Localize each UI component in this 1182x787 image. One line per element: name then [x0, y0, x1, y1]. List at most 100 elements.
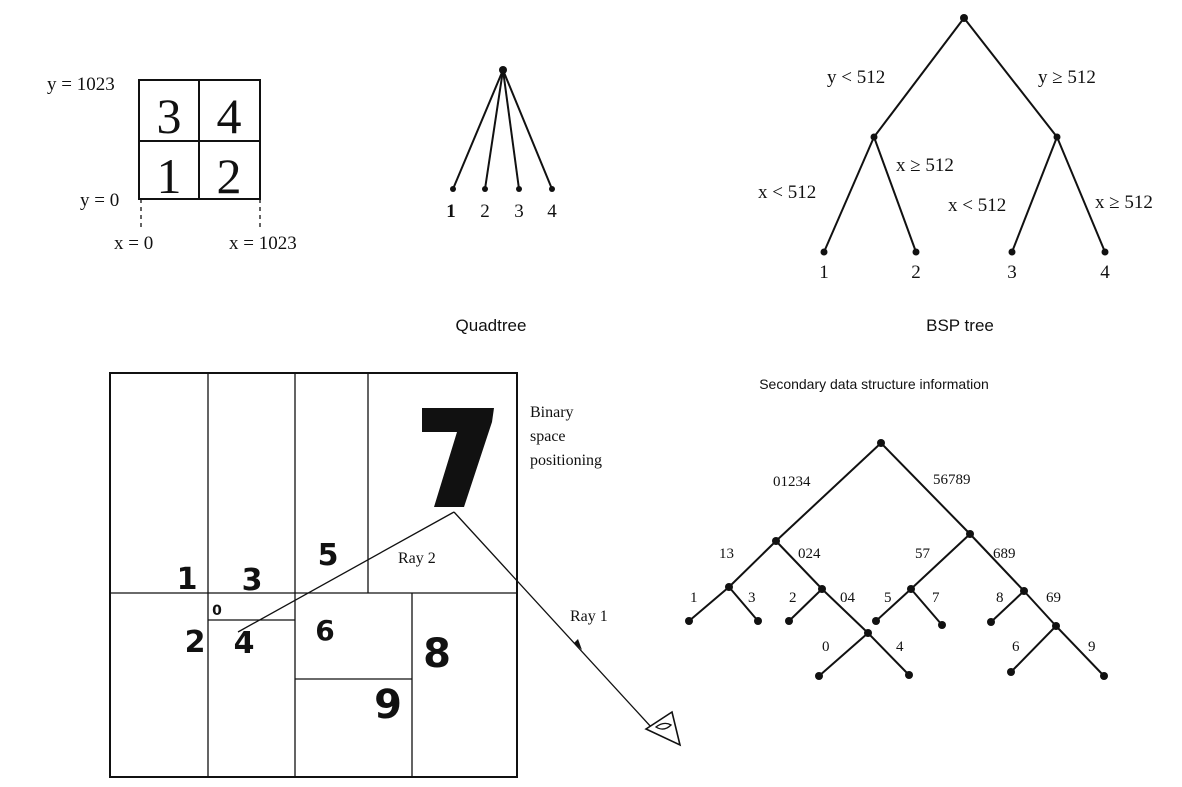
region-4: 4 [234, 626, 255, 661]
sec-label-6: 6 [1012, 639, 1020, 655]
y-top-label: y = 1023 [47, 74, 115, 95]
sec-node [1020, 587, 1028, 595]
sec-node [905, 671, 913, 679]
ray-1-arrow [574, 639, 582, 650]
quadtree-edge-1 [452, 69, 504, 190]
bsp-node [870, 133, 878, 141]
region-3: 3 [242, 563, 263, 598]
quadtree-leaf-node [549, 186, 555, 192]
bsp-leaf-3: 3 [1007, 262, 1017, 283]
sec-node [818, 585, 826, 593]
sec-label-69: 69 [1046, 590, 1061, 606]
sec-node [1100, 672, 1108, 680]
bsp-edge [963, 17, 1058, 138]
sec-node [1052, 622, 1060, 630]
secondary-title: Secondary data structure information [759, 376, 989, 392]
quadtree-leaf-node [450, 186, 456, 192]
sec-label-689: 689 [993, 546, 1016, 562]
sec-node [772, 537, 780, 545]
quadtree: 1 2 3 4 Quadtree [446, 66, 557, 335]
region-1: 1 [177, 562, 198, 597]
sec-label-04: 04 [840, 590, 856, 606]
region-7-glyph [422, 408, 494, 507]
sec-edge [1055, 625, 1105, 677]
bsp-edge [873, 17, 965, 138]
sec-label-0: 0 [822, 639, 830, 655]
sec-edge [910, 588, 943, 626]
ray-2-label: Ray 2 [398, 550, 436, 567]
space-label-line2: space [530, 428, 566, 445]
sec-label-024: 024 [798, 546, 821, 562]
bsp-leaf-4: 4 [1100, 262, 1110, 283]
bsp-edge [823, 136, 875, 253]
cell-2: 2 [217, 148, 242, 204]
sec-node [966, 530, 974, 538]
sec-label-2: 2 [789, 590, 797, 606]
sec-label-9: 9 [1088, 639, 1096, 655]
cell-3: 3 [157, 88, 182, 144]
bsp-edge [1056, 136, 1106, 253]
sec-node [815, 672, 823, 680]
sec-node [685, 617, 693, 625]
bsp-leaf-node [912, 248, 920, 256]
sec-edge [910, 533, 971, 590]
sec-node [987, 618, 995, 626]
sec-edge [867, 632, 910, 676]
x-right-label: x = 1023 [229, 233, 297, 254]
region-5: 5 [318, 538, 339, 573]
region-8: 8 [423, 631, 451, 677]
sec-label-56789: 56789 [933, 472, 971, 488]
sec-label-7: 7 [932, 590, 940, 606]
sec-edge [728, 540, 777, 588]
sec-edge [880, 442, 971, 535]
sec-edge [1023, 590, 1057, 627]
sec-node [907, 585, 915, 593]
bsp-leaf-2: 2 [911, 262, 921, 283]
cell-4: 4 [217, 88, 242, 144]
sec-edge [775, 442, 882, 542]
quadtree-leaf-2: 2 [480, 201, 490, 222]
sec-label-4: 4 [896, 639, 904, 655]
quadtree-leaf-1: 1 [446, 201, 456, 222]
region-9: 9 [374, 682, 402, 728]
grid-panel: 3 4 1 2 y = 1023 y = 0 x = 0 x = 1023 [47, 74, 297, 254]
sec-edge [875, 588, 912, 622]
quadtree-root [499, 66, 507, 74]
bsp-right-left-label: x < 512 [948, 195, 1006, 216]
bsp-leaf-1: 1 [819, 262, 829, 283]
bsp-leaf-node [1101, 248, 1109, 256]
cell-1: 1 [157, 148, 182, 204]
sec-label-13: 13 [719, 546, 734, 562]
space-label-line3: positioning [530, 452, 602, 469]
bsp-edge [1011, 136, 1058, 253]
bsp-root-right-label: y ≥ 512 [1038, 67, 1096, 88]
region-6: 6 [315, 614, 334, 647]
sec-node [785, 617, 793, 625]
sec-node [938, 621, 946, 629]
quadtree-leaf-node [516, 186, 522, 192]
x-left-label: x = 0 [114, 233, 153, 254]
ray-1-label: Ray 1 [570, 608, 608, 625]
bsp-caption: BSP tree [926, 316, 994, 335]
quadtree-edge-2 [484, 69, 504, 190]
sec-edge [1010, 625, 1057, 673]
sec-node [1007, 668, 1015, 676]
bsp-left-left-label: x < 512 [758, 182, 816, 203]
sec-label-57: 57 [915, 546, 931, 562]
region-2: 2 [185, 625, 206, 660]
sec-edge [775, 540, 823, 590]
bsp-leaf-node [820, 248, 828, 256]
bsp-leaf-node [1008, 248, 1016, 256]
bsp-root [960, 14, 968, 22]
ray-1-line [453, 511, 653, 729]
sec-label-3: 3 [748, 590, 756, 606]
quadtree-caption: Quadtree [456, 316, 527, 335]
sec-edge [821, 588, 869, 634]
bsp-edge [873, 136, 917, 253]
sec-node [864, 629, 872, 637]
sec-node [877, 439, 885, 447]
sec-edge [818, 632, 869, 677]
space-label-line1: Binary [530, 404, 574, 421]
space-outline [109, 372, 518, 778]
